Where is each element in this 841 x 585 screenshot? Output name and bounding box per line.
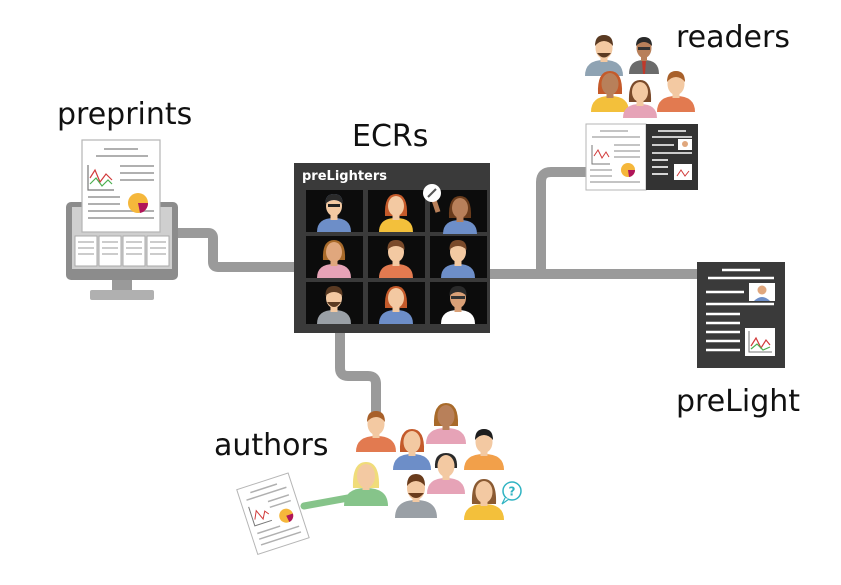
avatar xyxy=(317,240,351,278)
prelight-label: preLight xyxy=(676,384,801,419)
prelighters-panel-title: preLighters xyxy=(302,169,388,184)
authors-group-icon: ? xyxy=(236,403,522,556)
preprint-line-chart xyxy=(87,165,114,191)
connector-ecrs-authors xyxy=(335,332,381,412)
avatar xyxy=(441,240,475,278)
preprints-label: preprints xyxy=(57,97,193,132)
avatar xyxy=(379,286,413,324)
svg-text:?: ? xyxy=(509,485,516,499)
prelighter-avatar-grid xyxy=(317,184,477,324)
prelight-document-icon xyxy=(697,262,785,368)
avatar xyxy=(379,240,413,278)
authors-label: authors xyxy=(214,428,329,463)
prelighters-panel xyxy=(294,163,490,333)
readers-label: readers xyxy=(676,20,790,55)
question-bubble-icon: ? xyxy=(501,481,522,505)
connector-preprints-ecrs xyxy=(160,228,296,272)
readers-group-icon xyxy=(585,35,698,191)
avatar xyxy=(379,194,413,232)
preprint-pie-chart xyxy=(128,193,149,213)
ecrs-label: ECRs xyxy=(352,119,429,154)
avatar xyxy=(441,286,475,324)
speech-bubble-icon xyxy=(423,184,441,202)
avatar xyxy=(317,286,351,324)
preprints-monitor-icon xyxy=(66,139,178,300)
connector-lines xyxy=(160,167,700,412)
avatar xyxy=(317,194,351,232)
avatar xyxy=(431,196,477,234)
connector-ecrs-readers xyxy=(536,167,590,274)
